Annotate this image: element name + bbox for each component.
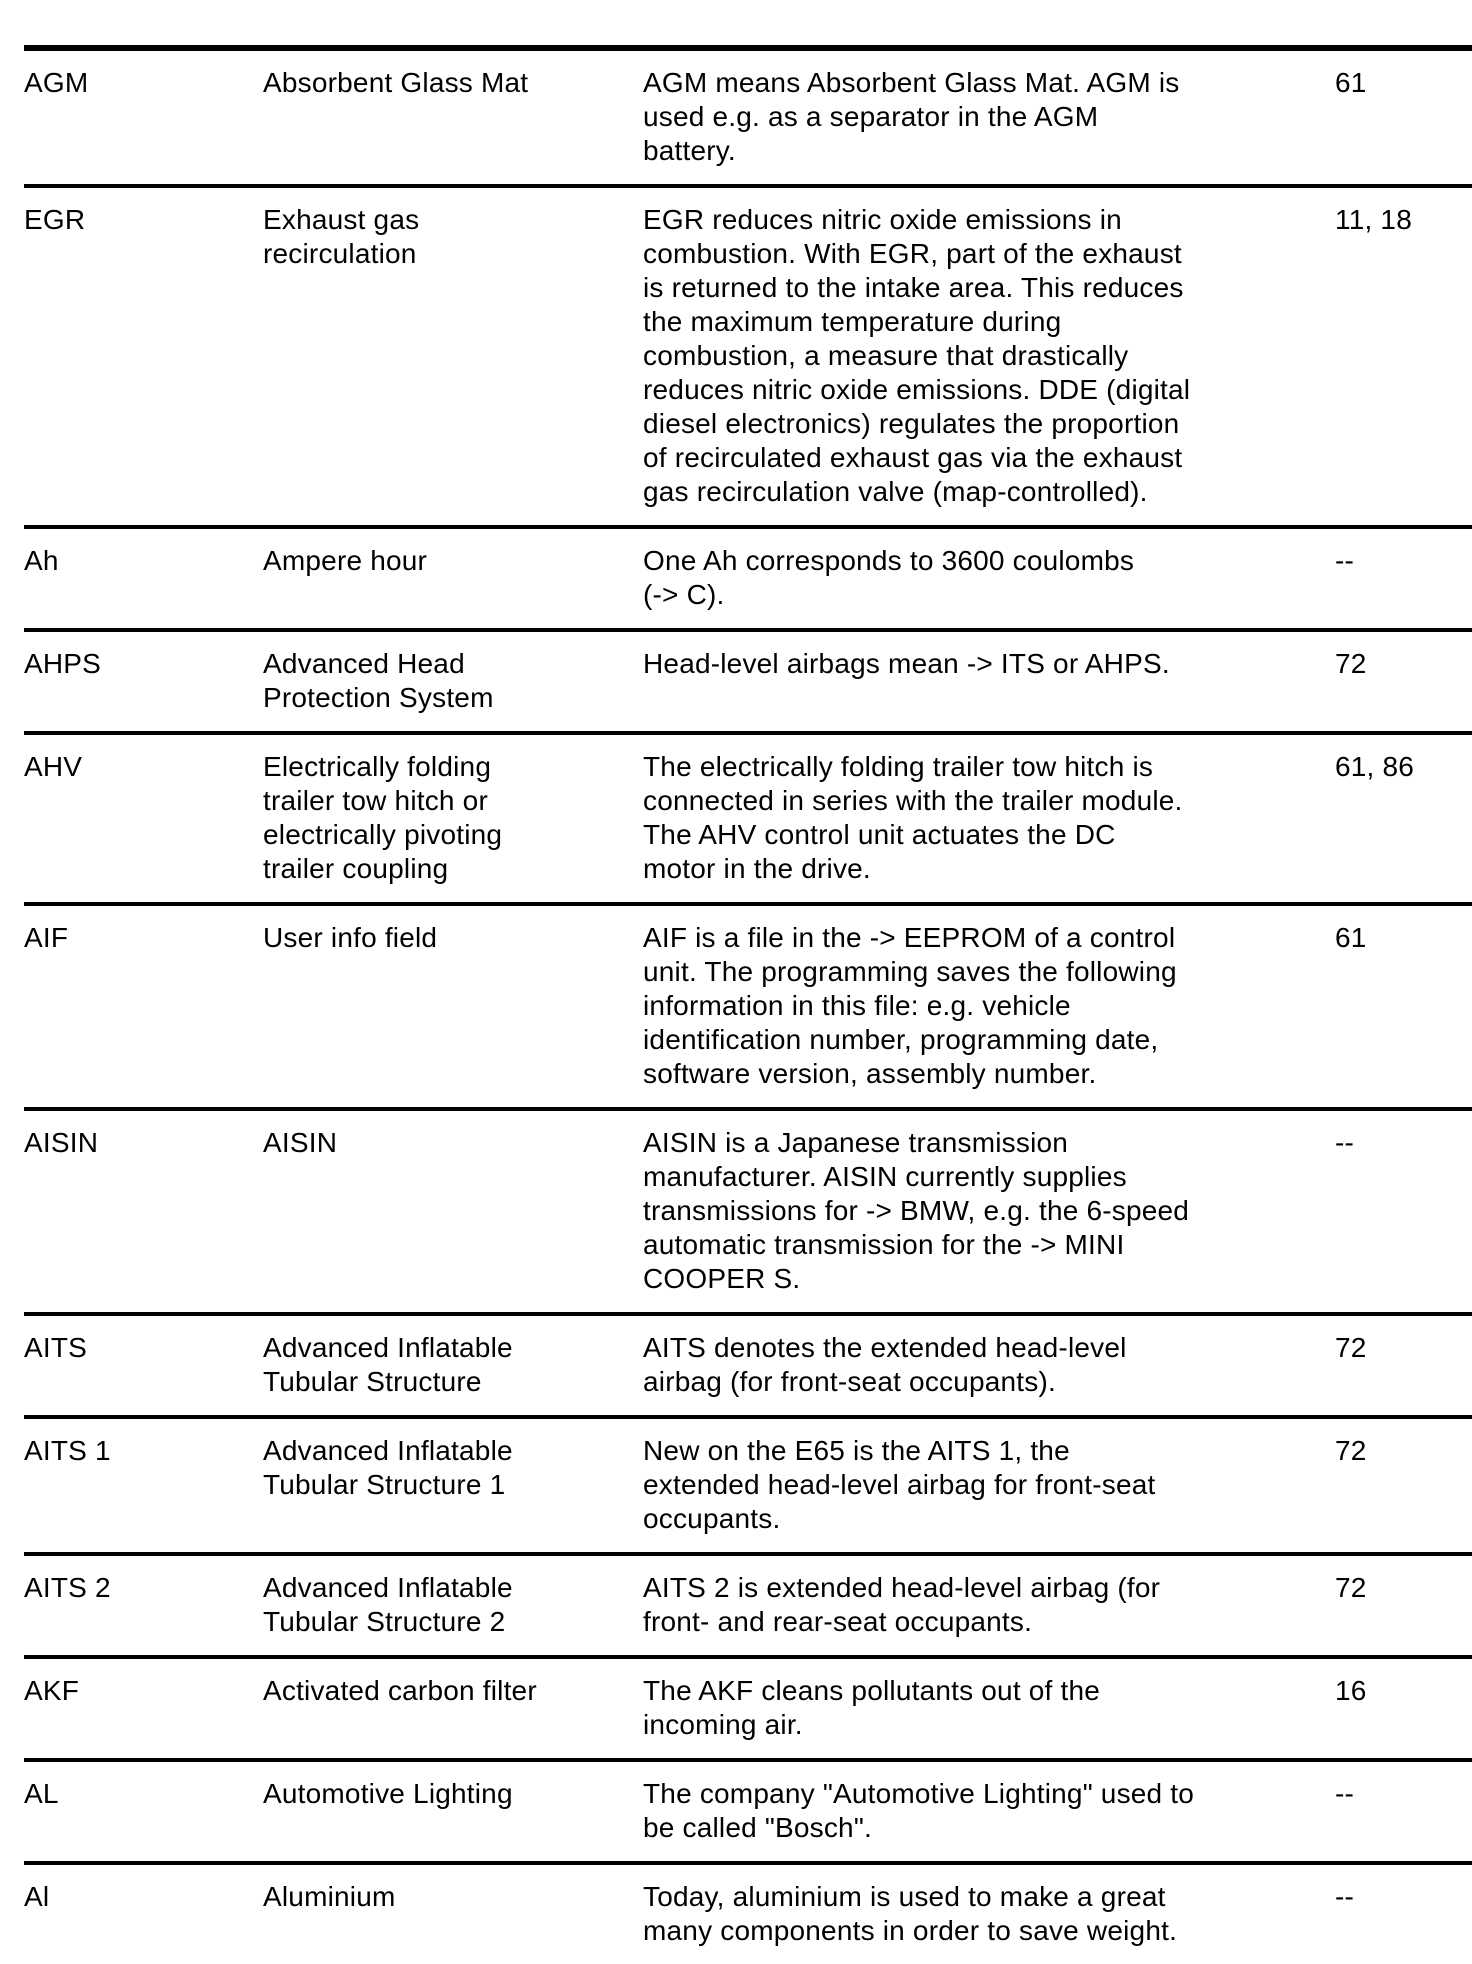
term-cell: Electrically folding trailer tow hitch o…: [263, 751, 503, 884]
pages-cell: --: [1335, 1778, 1355, 1809]
description-cell: AIF is a file in the -> EEPROM of a cont…: [643, 922, 1177, 1089]
abbreviation-cell: AISIN: [24, 1127, 99, 1158]
description-cell: New on the E65 is the AITS 1, the extend…: [643, 1435, 1156, 1534]
glossary-row: AHPS Advanced Head Protection System Hea…: [24, 630, 1472, 733]
pages-cell: 11, 18: [1335, 204, 1412, 235]
abbreviation-cell: Ah: [24, 545, 59, 576]
abbreviation-cell: AIF: [24, 922, 69, 953]
glossary-row: AISIN AISIN AISIN is a Japanese transmis…: [24, 1109, 1472, 1314]
description-cell: The electrically folding trailer tow hit…: [643, 751, 1183, 884]
term-cell: Aluminium: [263, 1881, 396, 1912]
term-cell: Advanced Inflatable Tubular Structure: [263, 1332, 513, 1397]
pages-cell: --: [1335, 545, 1355, 576]
description-cell: Today, aluminium is used to make a great…: [643, 1881, 1178, 1946]
pages-cell: 61: [1335, 67, 1367, 98]
glossary-row: AL Automotive Lighting The company "Auto…: [24, 1760, 1472, 1863]
pages-cell: --: [1335, 1127, 1355, 1158]
term-cell: Advanced Inflatable Tubular Structure 2: [263, 1572, 513, 1637]
term-cell: Ampere hour: [263, 545, 428, 576]
pages-cell: --: [1335, 1881, 1355, 1912]
description-cell: One Ah corresponds to 3600 coulombs (-> …: [643, 545, 1135, 610]
abbreviation-cell: AHV: [24, 751, 83, 782]
pages-cell: 61, 86: [1335, 751, 1415, 782]
pages-cell: 61: [1335, 922, 1367, 953]
glossary-row: AKF Activated carbon filter The AKF clea…: [24, 1657, 1472, 1760]
glossary-table: AGM Absorbent Glass Mat AGM means Absorb…: [24, 45, 1472, 1964]
glossary-row: AITS 2 Advanced Inflatable Tubular Struc…: [24, 1554, 1472, 1657]
abbreviation-cell: AHPS: [24, 648, 102, 679]
abbreviation-cell: AITS 2: [24, 1572, 111, 1603]
glossary-row: AITS 1 Advanced Inflatable Tubular Struc…: [24, 1417, 1472, 1554]
term-cell: AISIN: [263, 1127, 338, 1158]
abbreviation-cell: Al: [24, 1881, 50, 1912]
term-cell: Absorbent Glass Mat: [263, 67, 529, 98]
description-cell: The company "Automotive Lighting" used t…: [643, 1778, 1195, 1843]
description-cell: Head-level airbags mean -> ITS or AHPS.: [643, 648, 1170, 679]
pages-cell: 72: [1335, 648, 1367, 679]
term-cell: Automotive Lighting: [263, 1778, 513, 1809]
abbreviation-cell: AKF: [24, 1675, 80, 1706]
abbreviation-cell: AITS: [24, 1332, 88, 1363]
glossary-body: AGM Absorbent Glass Mat AGM means Absorb…: [24, 48, 1472, 1964]
description-cell: AISIN is a Japanese transmission manufac…: [643, 1127, 1190, 1294]
glossary-row: AIF User info field AIF is a file in the…: [24, 904, 1472, 1109]
description-cell: The AKF cleans pollutants out of the inc…: [643, 1675, 1101, 1740]
term-cell: User info field: [263, 922, 438, 953]
term-cell: Advanced Inflatable Tubular Structure 1: [263, 1435, 513, 1500]
glossary-row: Ah Ampere hour One Ah corresponds to 360…: [24, 527, 1472, 630]
description-cell: AGM means Absorbent Glass Mat. AGM is us…: [643, 67, 1180, 166]
abbreviation-cell: AITS 1: [24, 1435, 111, 1466]
abbreviation-cell: EGR: [24, 204, 86, 235]
term-cell: Advanced Head Protection System: [263, 648, 494, 713]
glossary-row: EGR Exhaust gas recirculation EGR reduce…: [24, 186, 1472, 527]
description-cell: EGR reduces nitric oxide emissions in co…: [643, 204, 1191, 507]
pages-cell: 16: [1335, 1675, 1367, 1706]
pages-cell: 72: [1335, 1572, 1367, 1603]
abbreviation-cell: AL: [24, 1778, 59, 1809]
description-cell: AITS 2 is extended head-level airbag (fo…: [643, 1572, 1161, 1637]
pages-cell: 72: [1335, 1332, 1367, 1363]
term-cell: Exhaust gas recirculation: [263, 204, 420, 269]
glossary-row: AHV Electrically folding trailer tow hit…: [24, 733, 1472, 904]
term-cell: Activated carbon filter: [263, 1675, 537, 1706]
glossary-row: AGM Absorbent Glass Mat AGM means Absorb…: [24, 48, 1472, 186]
abbreviation-cell: AGM: [24, 67, 89, 98]
description-cell: AITS denotes the extended head-level air…: [643, 1332, 1127, 1397]
glossary-row: Al Aluminium Today, aluminium is used to…: [24, 1863, 1472, 1964]
pages-cell: 72: [1335, 1435, 1367, 1466]
glossary-row: AITS Advanced Inflatable Tubular Structu…: [24, 1314, 1472, 1417]
